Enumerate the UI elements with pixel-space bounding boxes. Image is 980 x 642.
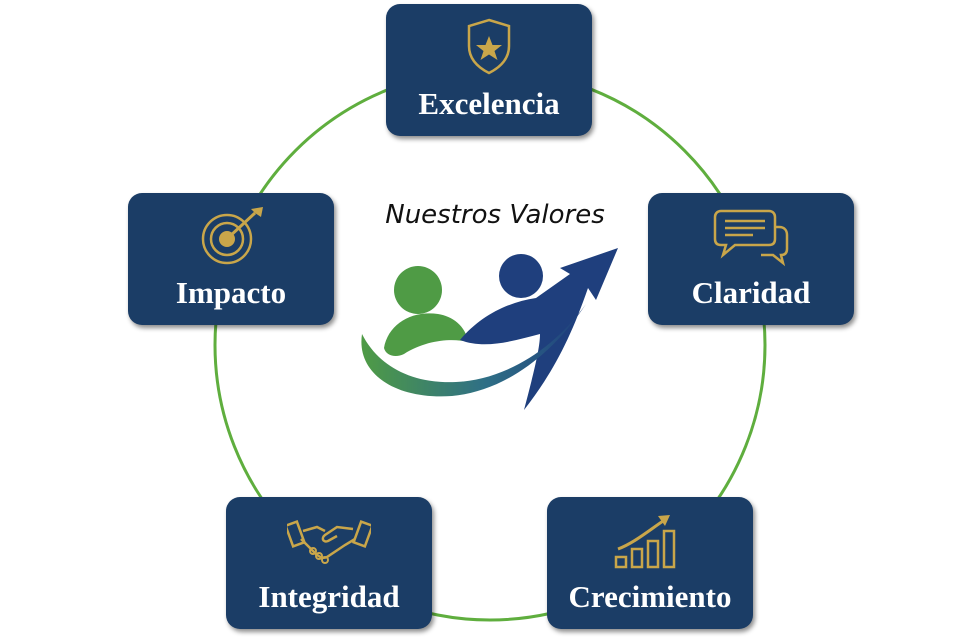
value-card-crecimiento: Crecimiento xyxy=(547,497,753,629)
growth-bars-icon xyxy=(547,509,753,571)
shield-star-icon xyxy=(386,16,592,78)
value-card-claridad: Claridad xyxy=(648,193,854,325)
handshake-icon xyxy=(226,509,432,571)
value-label: Claridad xyxy=(691,275,811,310)
value-card-integridad: Integridad xyxy=(226,497,432,629)
value-label: Integridad xyxy=(258,579,400,614)
value-label: Impacto xyxy=(175,275,287,310)
target-arrow-icon xyxy=(128,205,334,267)
value-card-impacto: Impacto xyxy=(128,193,334,325)
speech-bubbles-icon xyxy=(648,205,854,267)
value-label: Crecimiento xyxy=(568,579,732,614)
people-arrow-logo xyxy=(361,248,618,410)
value-label: Excelencia xyxy=(418,86,560,121)
value-card-excelencia: Excelencia xyxy=(386,4,592,136)
diagram-title: Nuestros Valores xyxy=(385,200,605,230)
